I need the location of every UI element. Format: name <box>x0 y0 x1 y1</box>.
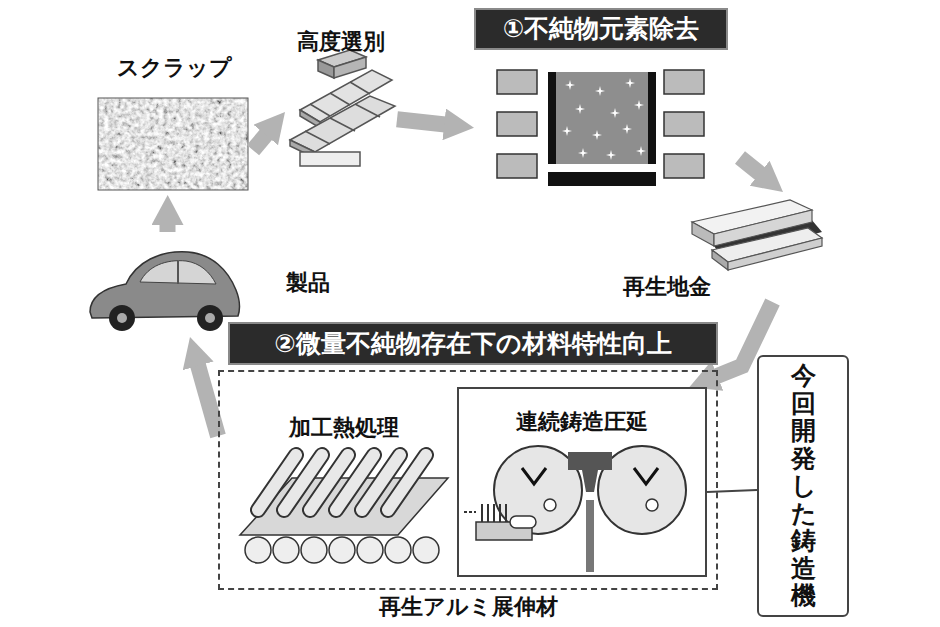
impurity-removal-figure <box>606 150 616 160</box>
car-photo <box>177 261 179 284</box>
car-photo <box>197 305 223 331</box>
impurity-removal-figure <box>592 130 602 140</box>
sorting-machine <box>334 57 366 78</box>
impurity-removal-figure <box>497 70 704 186</box>
impurity-removal-figure <box>548 72 556 164</box>
twin-roll-caster-figure <box>464 446 686 572</box>
sorting-machine <box>330 118 355 131</box>
node-label: 今回開発した鋳造機 <box>791 362 816 610</box>
rolling-mill-figure <box>273 537 299 563</box>
twin-roll-caster-figure <box>544 499 556 511</box>
impurity-removal-figure <box>565 80 575 90</box>
rolling-mill-figure <box>301 537 327 563</box>
car-photo <box>140 261 216 284</box>
impurity-removal-figure <box>664 112 704 136</box>
twin-roll-caster-figure <box>510 516 536 528</box>
twin-roll-caster-figure <box>481 504 483 522</box>
impurity-removal-figure <box>562 126 572 136</box>
node-label: スクラップ <box>117 55 232 81</box>
car-photo <box>117 313 127 323</box>
flow-arrow <box>160 217 176 232</box>
rolling-mill-figure <box>240 455 448 563</box>
car-photo <box>205 313 215 323</box>
sorting-machine <box>300 152 360 166</box>
twin-roll-caster-figure <box>505 504 507 522</box>
twin-roll-caster-figure <box>487 504 489 522</box>
process-area: 加工熱処理 <box>234 397 454 582</box>
impurity-removal-figure <box>548 72 656 164</box>
group-label: 再生アルミ展伸材 <box>379 594 558 620</box>
ingot-node: 再生地金 <box>615 192 825 302</box>
impurity-removal-figure <box>610 108 620 118</box>
twin-roll-caster-figure <box>586 500 594 572</box>
twin-roll-caster-figure <box>499 504 501 522</box>
sorting-machine <box>330 93 350 105</box>
sorting-machine <box>290 96 395 152</box>
rolling-mill-figure <box>329 537 355 563</box>
rolling-mill-figure <box>245 537 271 563</box>
callout-line <box>707 490 757 492</box>
scrap-node: スクラップ <box>95 55 253 195</box>
node-label: 加工熱処理 <box>289 415 399 441</box>
sorting-machine <box>318 60 334 78</box>
twin-roll-caster-figure <box>568 452 612 492</box>
ingot-photo <box>728 238 822 270</box>
impurity-removal-figure <box>497 70 537 94</box>
node-label: ①不純物元素除去 <box>474 8 728 50</box>
impurity-removal-figure <box>578 148 588 158</box>
node-label: 製品 <box>286 270 330 296</box>
car-photo <box>109 305 135 331</box>
impurity-removal-figure <box>595 86 605 96</box>
ingot-photo <box>712 250 728 270</box>
ingot-photo <box>692 222 714 246</box>
sorting-machine <box>350 82 370 94</box>
sorting-machine <box>355 104 380 117</box>
ingot-photo <box>692 200 822 270</box>
node-label: ②微量不純物存在下の材料特性向上 <box>228 322 718 365</box>
impurity-removal-figure <box>548 172 656 186</box>
rolling-mill-figure <box>385 537 411 563</box>
process-banner: ①不純物元素除去 <box>474 8 740 195</box>
impurity-removal-figure <box>622 124 632 134</box>
node-label: 高度選別 <box>297 29 385 55</box>
flow-arrow <box>397 119 452 125</box>
node-label: 連続鋳造圧延 <box>516 409 648 435</box>
flow-arrow <box>253 129 271 150</box>
rolling-mill-figure <box>357 537 383 563</box>
impurity-removal-figure <box>497 112 537 136</box>
impurity-removal-figure <box>664 70 704 94</box>
sorting-machine <box>305 131 330 144</box>
twin-roll-caster-figure <box>493 504 495 522</box>
flow-arrow <box>196 358 218 436</box>
twin-roll-caster-figure <box>646 499 658 511</box>
impurity-removal-figure <box>625 78 635 88</box>
impurity-removal-figure <box>634 100 644 110</box>
impurity-removal-figure <box>575 104 585 114</box>
sorting-machine <box>290 50 395 166</box>
impurity-removal-figure <box>636 146 646 156</box>
callout-box: 今回開発した鋳造機 <box>757 355 849 617</box>
rolling-mill-figure <box>388 455 426 510</box>
impurity-removal-figure <box>664 154 704 178</box>
rolling-mill-figure <box>388 455 426 510</box>
scrap-photo <box>98 98 248 190</box>
process-banner: ②微量不純物存在下の材料特性向上 <box>228 322 718 365</box>
node-label: 再生地金 <box>623 274 711 300</box>
impurity-removal-figure <box>497 154 537 178</box>
group-box: 再生アルミ展伸材加工熱処理連続鋳造圧延 <box>218 370 718 590</box>
scrap-photo <box>98 98 248 190</box>
twin-roll-caster-figure <box>522 468 546 484</box>
car-photo <box>90 252 239 331</box>
process-box: 連続鋳造圧延 <box>457 387 707 577</box>
twin-roll-caster-figure <box>634 468 658 484</box>
scrap-photo <box>98 98 248 190</box>
flow-arrow <box>740 158 766 179</box>
rolling-mill-figure <box>413 537 439 563</box>
sorting-node: 高度選別 <box>285 25 397 170</box>
sorting-machine <box>310 104 330 116</box>
twin-roll-caster-figure <box>464 511 476 513</box>
impurity-removal-figure <box>648 72 656 164</box>
